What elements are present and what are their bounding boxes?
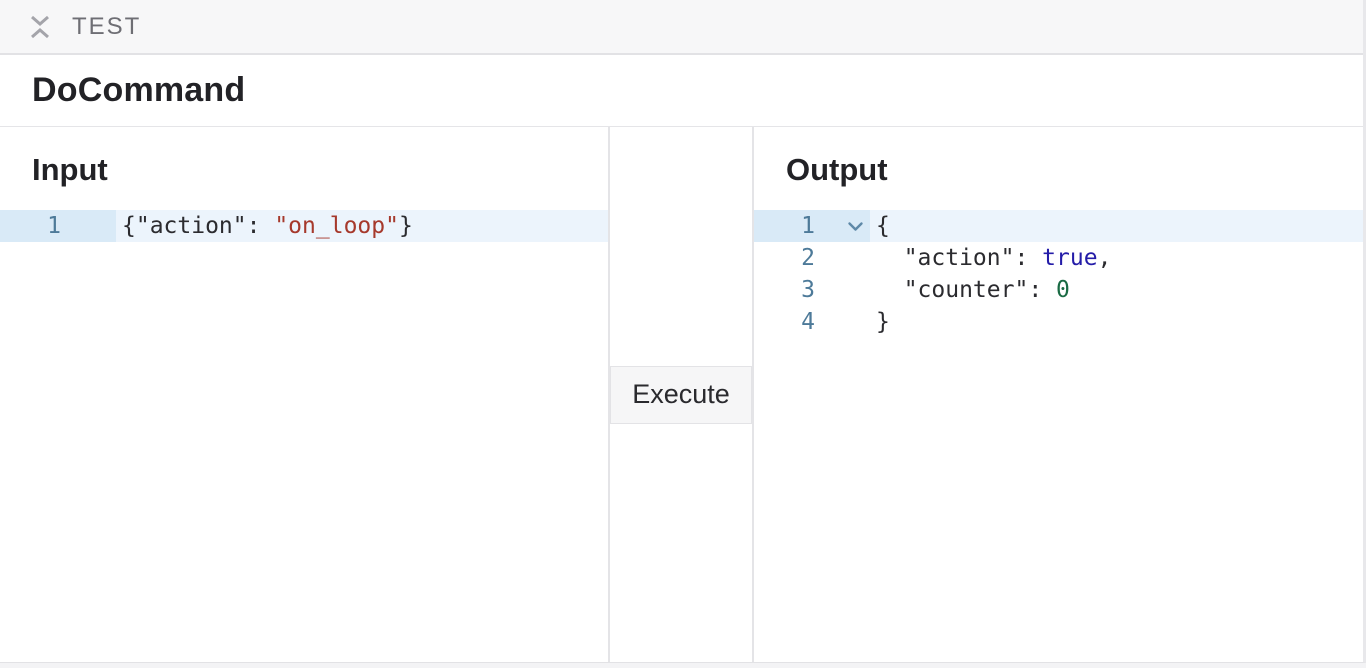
main-area: Input 1{"action": "on_loop"} Execute Out… bbox=[0, 127, 1363, 662]
code-token-number: 0 bbox=[1056, 277, 1070, 303]
code-line[interactable]: } bbox=[870, 306, 1363, 338]
code-token-plain: "counter": bbox=[876, 277, 1057, 303]
editor-line[interactable]: 2 "action": true, bbox=[754, 242, 1363, 274]
code-line[interactable]: "action": true, bbox=[870, 242, 1363, 274]
output-panel-title: Output bbox=[786, 152, 888, 187]
line-number: 3 bbox=[801, 277, 815, 303]
code-token-plain: } bbox=[876, 309, 890, 335]
output-column: Output 1{2 "action": true,3 "counter": 0… bbox=[754, 127, 1363, 662]
code-line[interactable]: { bbox=[870, 210, 1363, 242]
command-title-row: DoCommand bbox=[0, 55, 1363, 127]
code-token-plain: "action": bbox=[876, 245, 1043, 271]
fold-gutter bbox=[820, 306, 870, 338]
collapse-vertical-icon-svg bbox=[31, 15, 49, 38]
fold-gutter bbox=[66, 210, 116, 242]
middle-column: Execute bbox=[608, 127, 754, 662]
line-number: 1 bbox=[754, 210, 820, 242]
editor-line[interactable]: 4} bbox=[754, 306, 1363, 338]
line-number: 4 bbox=[801, 309, 815, 335]
code-token-plain: } bbox=[398, 213, 413, 239]
test-header-bar: TEST bbox=[0, 0, 1363, 55]
execute-button[interactable]: Execute bbox=[610, 365, 752, 424]
collapse-vertical-icon[interactable] bbox=[29, 14, 51, 40]
line-number: 2 bbox=[801, 245, 815, 271]
input-editor[interactable]: 1 {"action": "on_loop"} bbox=[0, 210, 608, 662]
test-bar-title: TEST bbox=[72, 12, 142, 40]
fold-gutter bbox=[820, 274, 870, 306]
editor-line[interactable]: 1 {"action": "on_loop"} bbox=[0, 210, 608, 242]
command-title: DoCommand bbox=[32, 71, 246, 109]
input-panel-title: Input bbox=[32, 152, 108, 187]
code-token-plain: , bbox=[1097, 245, 1112, 271]
input-column: Input 1 {"action": "on_loop"} bbox=[0, 127, 608, 662]
code-token-string: "on_loop" bbox=[274, 213, 399, 239]
fold-chevron-icon[interactable] bbox=[847, 221, 864, 232]
fold-gutter[interactable] bbox=[820, 210, 870, 242]
fold-gutter bbox=[820, 242, 870, 274]
code-token-plain: { bbox=[876, 213, 890, 239]
editor-line[interactable]: 3 "counter": 0 bbox=[754, 274, 1363, 306]
editor-line[interactable]: 1{ bbox=[754, 210, 1363, 242]
code-line[interactable]: {"action": "on_loop"} bbox=[116, 210, 608, 242]
line-number: 1 bbox=[0, 210, 66, 242]
code-line[interactable]: "counter": 0 bbox=[870, 274, 1363, 306]
code-token-plain: {"action": bbox=[122, 213, 275, 239]
code-token-bool: true bbox=[1042, 245, 1098, 271]
